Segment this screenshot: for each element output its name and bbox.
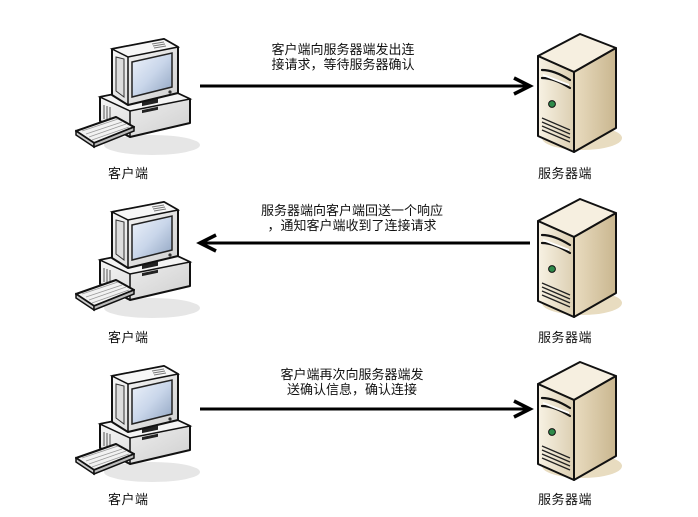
server-icon — [524, 195, 624, 325]
client-computer-icon — [72, 35, 202, 165]
client-label: 客户端 — [108, 331, 149, 346]
message-line: 送确认信息，确认连接 — [286, 383, 417, 398]
message-syn: 客户端向服务器端发出连 接请求，等待服务器确认 — [258, 43, 428, 73]
client-label: 客户端 — [108, 493, 149, 508]
message-line: 服务器端向客户端回送一个响应 — [260, 204, 443, 219]
arrow-right — [200, 399, 536, 419]
server-icon — [524, 30, 624, 160]
server-label: 服务器端 — [538, 493, 593, 508]
client-computer-icon — [72, 198, 202, 328]
message-line: ，通知客户端收到了连接请求 — [267, 219, 437, 234]
message-syn-ack: 服务器端向客户端回送一个响应 ，通知客户端收到了连接请求 — [242, 204, 462, 234]
server-label: 服务器端 — [538, 331, 593, 346]
message-line: 客户端向服务器端发出连 — [271, 43, 415, 58]
arrow-left — [196, 233, 530, 253]
message-line: 客户端再次向服务器端发 — [280, 368, 424, 383]
server-label: 服务器端 — [538, 167, 593, 182]
client-label: 客户端 — [108, 167, 149, 182]
arrow-right — [200, 76, 536, 96]
client-computer-icon — [72, 362, 202, 492]
server-icon — [524, 358, 624, 488]
message-ack: 客户端再次向服务器端发 送确认信息，确认连接 — [262, 368, 442, 398]
message-line: 接请求，等待服务器确认 — [271, 58, 415, 73]
